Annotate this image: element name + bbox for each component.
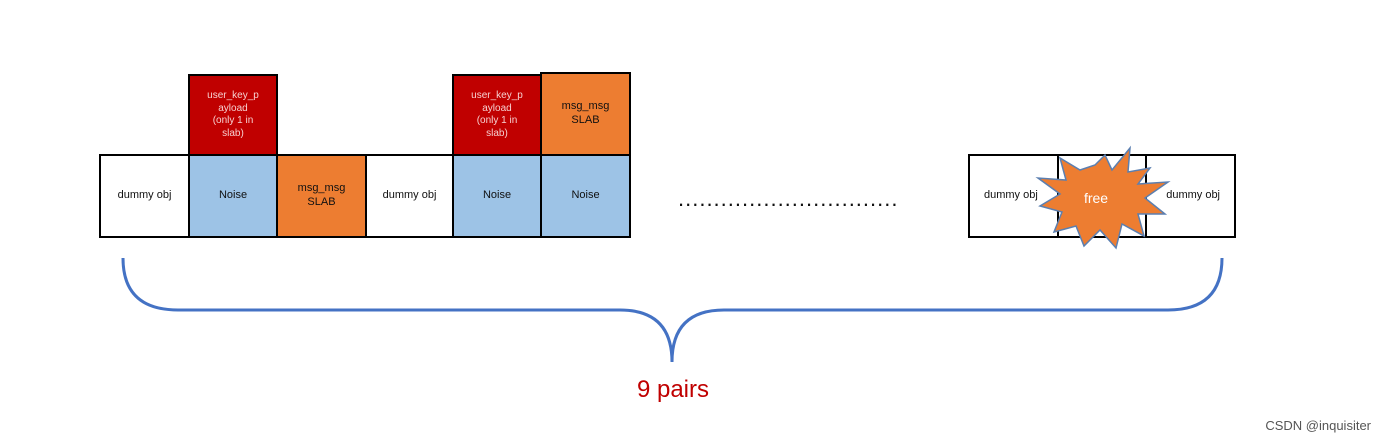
msg-msg-slab-block-1: msg_msg SLAB [276, 154, 367, 238]
noise-block-3: Noise [540, 154, 631, 238]
dummy-obj-block-right-2: dummy obj [1145, 154, 1236, 238]
brace-icon [121, 257, 1224, 363]
free-label: free [1083, 190, 1109, 206]
noise-label-2: Noise [482, 189, 512, 202]
dummy-obj-label-right-1: dummy obj [984, 189, 1038, 202]
user-key-payload-label-1: user_key_p ayload (only 1 in slab) [207, 90, 259, 139]
noise-label-3: Noise [571, 189, 600, 202]
dummy-obj-label-right-2: dummy obj [1166, 189, 1220, 202]
user-key-payload-block-1: user_key_p ayload (only 1 in slab) [188, 74, 278, 156]
dummy-obj-label-2: dummy obj [382, 189, 437, 202]
dummy-obj-block-1: dummy obj [99, 154, 190, 238]
noise-label-1: Noise [218, 189, 248, 202]
user-key-payload-label-2: user_key_p ayload (only 1 in slab) [471, 90, 523, 139]
msg-msg-slab-top-label: msg_msg SLAB [561, 100, 610, 126]
dummy-obj-block-2: dummy obj [365, 154, 454, 238]
nine-pairs-label: 9 pairs [636, 376, 710, 403]
ellipsis-dots: ............................... [678, 186, 899, 211]
watermark-credit: CSDN @inquisiter [1265, 418, 1371, 433]
dummy-obj-label-1: dummy obj [117, 189, 172, 202]
free-starburst [1035, 145, 1171, 250]
noise-block-1: Noise [188, 154, 278, 238]
msg-msg-slab-label-1: msg_msg SLAB [297, 182, 346, 208]
